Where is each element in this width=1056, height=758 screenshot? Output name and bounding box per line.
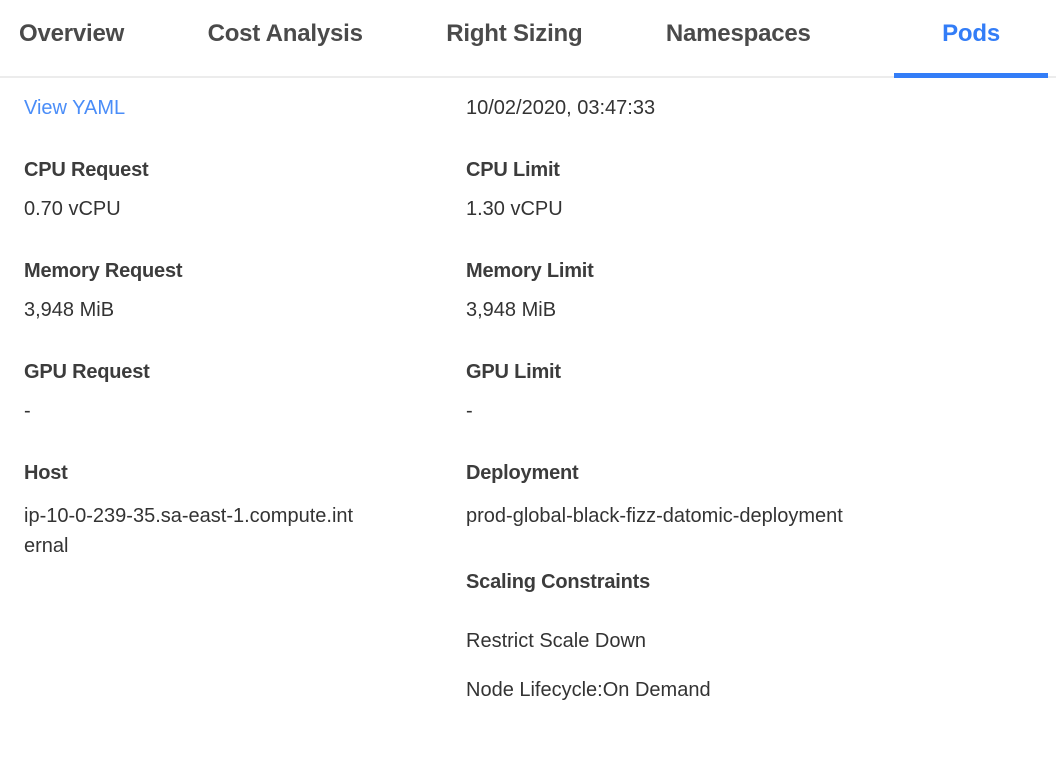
field-label: Deployment [466,462,579,484]
field-memory-request: Memory Request 3,948 MiB [24,260,183,321]
field-host: Host ip-10-0-239-35.sa-east-1.compute.in… [24,462,356,561]
pod-details-grid: View YAML CPU Request 0.70 vCPU Memory R… [24,97,1056,728]
tab-cost-analysis[interactable]: Cost Analysis [207,20,363,47]
tab-namespaces[interactable]: Namespaces [665,20,811,47]
field-value: 1.30 vCPU [466,198,563,220]
field-cpu-limit: CPU Limit 1.30 vCPU [466,159,563,220]
field-value: 3,948 MiB [466,299,557,321]
field-label: GPU Request [24,361,150,383]
field-label: Host [24,462,68,484]
scaling-constraint-item: Restrict Scale Down [466,630,647,652]
field-gpu-request: GPU Request - [24,361,150,422]
host-link[interactable]: ip-10-0-239-35.sa-east-1.compute.interna… [24,505,354,557]
tab-pods[interactable]: Pods [894,0,1048,78]
field-deployment: Deployment prod-global-black-fizz-datomi… [466,462,843,531]
view-yaml-link[interactable]: View YAML [24,97,126,119]
tab-bar: Overview Cost Analysis Right Sizing Name… [0,0,1056,78]
field-label: GPU Limit [466,361,561,383]
tab-overview[interactable]: Overview [19,20,125,47]
pod-details-panel: View YAML CPU Request 0.70 vCPU Memory R… [0,78,1056,728]
deployment-link[interactable]: prod-global-black-fizz-datomic-deploymen… [466,505,843,527]
field-cpu-request: CPU Request 0.70 vCPU [24,159,149,220]
field-label: CPU Limit [466,159,560,181]
field-value: 0.70 vCPU [24,198,121,220]
field-value: 3,948 MiB [24,299,115,321]
field-label: Memory Request [24,260,183,282]
scaling-constraints-header: Scaling Constraints [466,571,651,593]
field-label: CPU Request [24,159,149,181]
scaling-constraint-item: Node Lifecycle:On Demand [466,679,711,701]
last-updated-timestamp: 10/02/2020, 03:47:33 [466,97,656,119]
details-left-column: View YAML CPU Request 0.70 vCPU Memory R… [24,97,466,728]
field-memory-limit: Memory Limit 3,948 MiB [466,260,594,321]
field-value: - [466,400,473,422]
tab-right-sizing[interactable]: Right Sizing [446,20,583,47]
details-right-column: 10/02/2020, 03:47:33 CPU Limit 1.30 vCPU… [466,97,1056,728]
field-value: - [24,400,31,422]
field-label: Memory Limit [466,260,594,282]
field-gpu-limit: GPU Limit - [466,361,561,422]
